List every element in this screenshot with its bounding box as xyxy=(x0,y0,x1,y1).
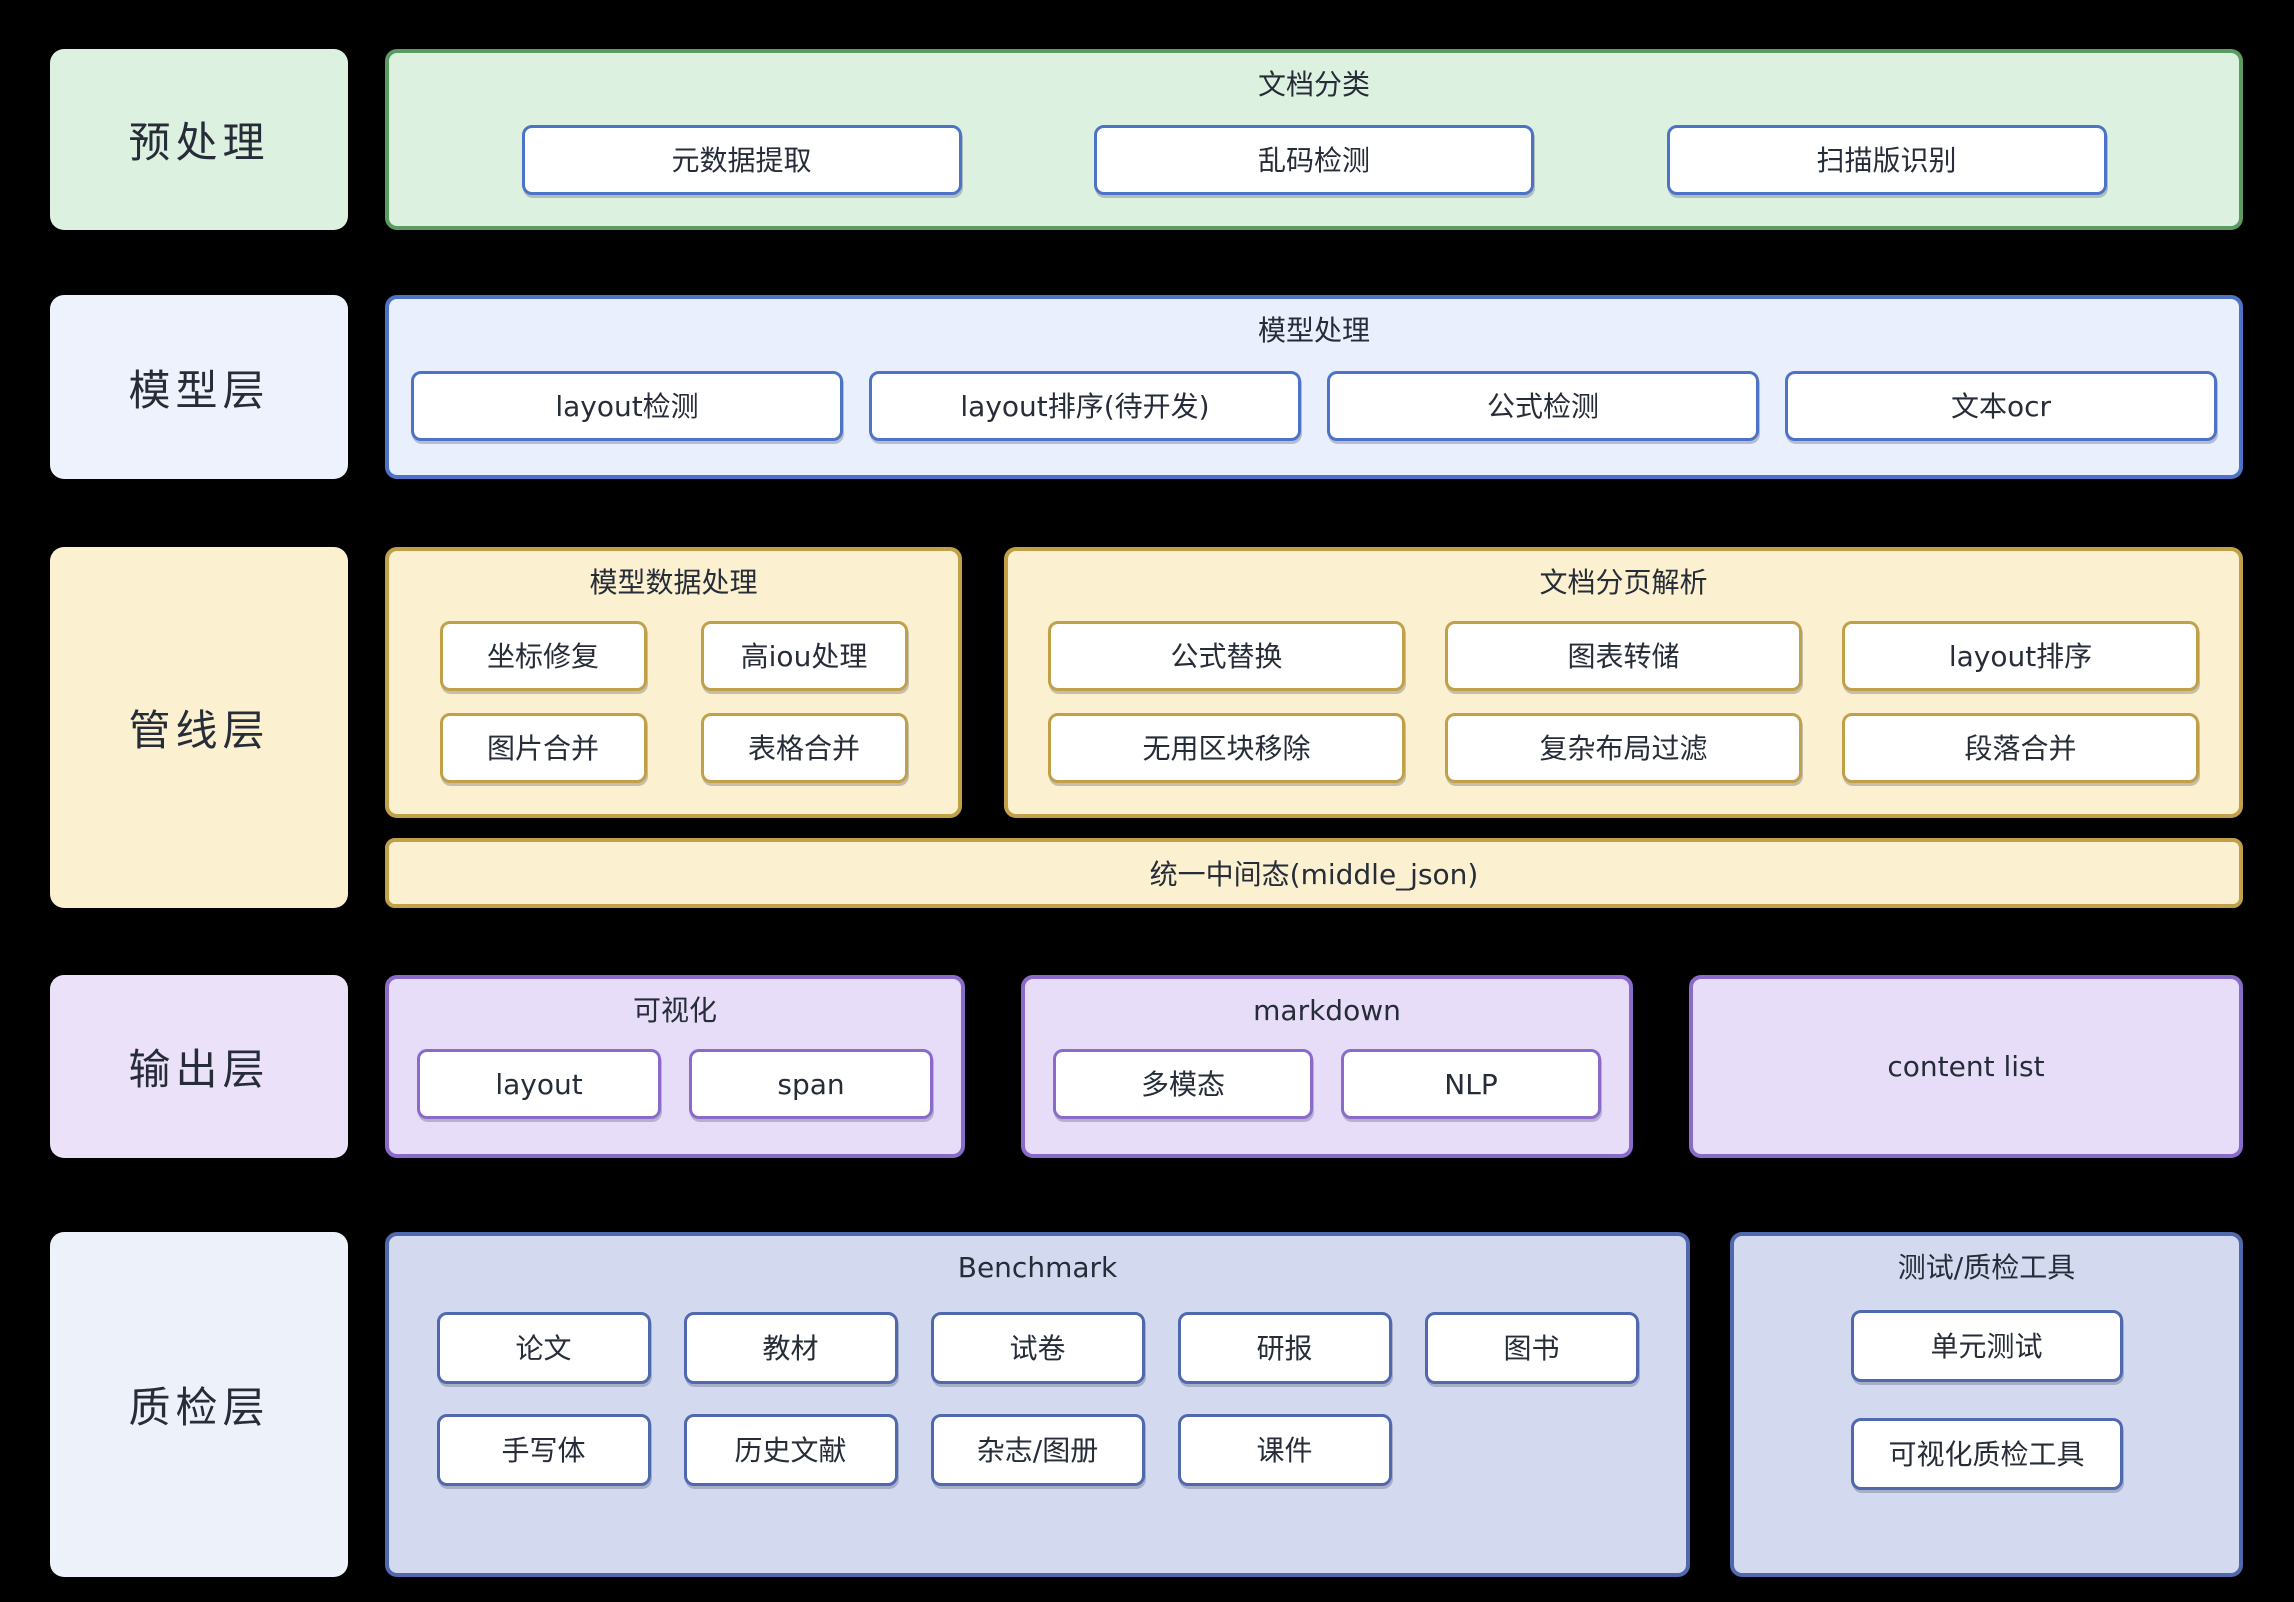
nodes-grid-page-parse: 公式替换 图表转储 layout排序 无用区块移除 复杂布局过滤 段落合并 xyxy=(1008,621,2239,784)
node-multimodal: 多模态 xyxy=(1053,1049,1313,1120)
node-complex-layout-filter: 复杂布局过滤 xyxy=(1445,713,1802,784)
node-paper: 论文 xyxy=(436,1312,651,1385)
node-high-iou-processing: 高iou处理 xyxy=(700,621,908,692)
nodes-row-markdown: 多模态 NLP xyxy=(1025,1049,1629,1120)
nodes-row-visualization: layout span xyxy=(389,1049,961,1120)
group-model-data-processing: 模型数据处理 坐标修复 高iou处理 图片合并 表格合并 xyxy=(385,547,962,818)
node-nlp: NLP xyxy=(1341,1049,1601,1120)
nodes-row-model: layout检测 layout排序(待开发) 公式检测 文本ocr xyxy=(389,371,2239,442)
layer-content-pipeline: 模型数据处理 坐标修复 高iou处理 图片合并 表格合并 文档分页解析 公式替换… xyxy=(385,547,2243,908)
layer-label-preprocess: 预处理 xyxy=(50,49,348,230)
layer-label-output: 输出层 xyxy=(50,975,348,1158)
group-title-benchmark: Benchmark xyxy=(957,1251,1118,1284)
node-layout-sort-todo: layout排序(待开发) xyxy=(869,371,1301,442)
node-formula-replace: 公式替换 xyxy=(1048,621,1405,692)
node-historical-document: 历史文献 xyxy=(683,1414,898,1487)
layer-content-qc: Benchmark 论文 教材 试卷 研报 图书 手写体 历史文献 杂志/图册 … xyxy=(385,1232,2243,1577)
qc-groups-row: Benchmark 论文 教材 试卷 研报 图书 手写体 历史文献 杂志/图册 … xyxy=(385,1232,2243,1577)
node-magazine-album: 杂志/图册 xyxy=(930,1414,1145,1487)
output-groups-row: 可视化 layout span markdown 多模态 NLP content… xyxy=(385,975,2243,1158)
group-model-processing: 模型处理 layout检测 layout排序(待开发) 公式检测 文本ocr xyxy=(385,295,2243,479)
group-test-qc-tools: 测试/质检工具 单元测试 可视化质检工具 xyxy=(1730,1232,2243,1577)
group-visualization: 可视化 layout span xyxy=(385,975,965,1158)
group-document-classification: 文档分类 元数据提取 乱码检测 扫描版识别 xyxy=(385,49,2243,230)
group-title-markdown: markdown xyxy=(1253,994,1401,1027)
node-book: 图书 xyxy=(1424,1312,1639,1385)
group-title-test-qc-tools: 测试/质检工具 xyxy=(1897,1251,2076,1284)
group-title-model-processing: 模型处理 xyxy=(1257,314,1370,347)
group-markdown: markdown 多模态 NLP xyxy=(1021,975,1633,1158)
node-formula-detection: 公式检测 xyxy=(1327,371,1759,442)
node-garbled-text-detection: 乱码检测 xyxy=(1094,125,1534,196)
layer-label-qc: 质检层 xyxy=(50,1232,348,1577)
group-title-visualization: 可视化 xyxy=(632,994,717,1027)
nodes-grid-model-data: 坐标修复 高iou处理 图片合并 表格合并 xyxy=(389,621,958,784)
node-table-merge: 表格合并 xyxy=(700,713,908,784)
pipeline-groups-row: 模型数据处理 坐标修复 高iou处理 图片合并 表格合并 文档分页解析 公式替换… xyxy=(385,547,2243,818)
layer-content-preprocess: 文档分类 元数据提取 乱码检测 扫描版识别 xyxy=(385,49,2243,230)
group-title-document-page-parsing: 文档分页解析 xyxy=(1539,566,1708,599)
node-scanned-version-recognition: 扫描版识别 xyxy=(1666,125,2107,196)
middle-json-bar: 统一中间态(middle_json) xyxy=(385,838,2243,908)
group-document-page-parsing: 文档分页解析 公式替换 图表转储 layout排序 无用区块移除 复杂布局过滤 … xyxy=(1004,547,2243,818)
layer-content-output: 可视化 layout span markdown 多模态 NLP content… xyxy=(385,975,2243,1158)
node-courseware: 课件 xyxy=(1177,1414,1392,1487)
content-list-label: content list xyxy=(1887,1050,2045,1083)
nodes-row-preprocess: 元数据提取 乱码检测 扫描版识别 xyxy=(389,125,2239,196)
node-handwriting: 手写体 xyxy=(436,1414,651,1487)
layer-label-pipeline: 管线层 xyxy=(50,547,348,908)
node-span: span xyxy=(689,1049,933,1120)
node-metadata-extraction: 元数据提取 xyxy=(521,125,962,196)
node-chart-dump: 图表转储 xyxy=(1445,621,1802,692)
group-benchmark: Benchmark 论文 教材 试卷 研报 图书 手写体 历史文献 杂志/图册 … xyxy=(385,1232,1690,1577)
node-unit-test: 单元测试 xyxy=(1850,1310,2123,1383)
node-textbook: 教材 xyxy=(683,1312,898,1385)
layer-row-pipeline: 管线层 模型数据处理 坐标修复 高iou处理 图片合并 表格合并 文档分页解析 … xyxy=(50,547,2243,908)
layer-content-model: 模型处理 layout检测 layout排序(待开发) 公式检测 文本ocr xyxy=(385,295,2243,479)
node-coordinate-fix: 坐标修复 xyxy=(439,621,647,692)
group-title-model-data-processing: 模型数据处理 xyxy=(589,566,758,599)
layer-row-preprocess: 预处理 文档分类 元数据提取 乱码检测 扫描版识别 xyxy=(50,49,2243,230)
node-text-ocr: 文本ocr xyxy=(1785,371,2217,442)
group-title-document-classification: 文档分类 xyxy=(1257,68,1370,101)
layer-label-model: 模型层 xyxy=(50,295,348,479)
node-paragraph-merge: 段落合并 xyxy=(1842,713,2199,784)
layer-row-model: 模型层 模型处理 layout检测 layout排序(待开发) 公式检测 文本o… xyxy=(50,295,2243,479)
group-content-list: content list xyxy=(1689,975,2243,1158)
node-layout: layout xyxy=(417,1049,661,1120)
node-useless-block-removal: 无用区块移除 xyxy=(1048,713,1405,784)
nodes-col-tools: 单元测试 可视化质检工具 xyxy=(1734,1310,2239,1491)
node-layout-sort: layout排序 xyxy=(1842,621,2199,692)
node-layout-detection: layout检测 xyxy=(411,371,843,442)
node-image-merge: 图片合并 xyxy=(439,713,647,784)
layer-row-output: 输出层 可视化 layout span markdown 多模态 NLP xyxy=(50,975,2243,1158)
node-exam-paper: 试卷 xyxy=(930,1312,1145,1385)
layer-row-qc: 质检层 Benchmark 论文 教材 试卷 研报 图书 手写体 历史文献 杂志… xyxy=(50,1232,2243,1577)
node-visual-qc-tool: 可视化质检工具 xyxy=(1850,1418,2123,1491)
node-research-report: 研报 xyxy=(1177,1312,1392,1385)
nodes-grid-benchmark: 论文 教材 试卷 研报 图书 手写体 历史文献 杂志/图册 课件 xyxy=(389,1312,1686,1487)
